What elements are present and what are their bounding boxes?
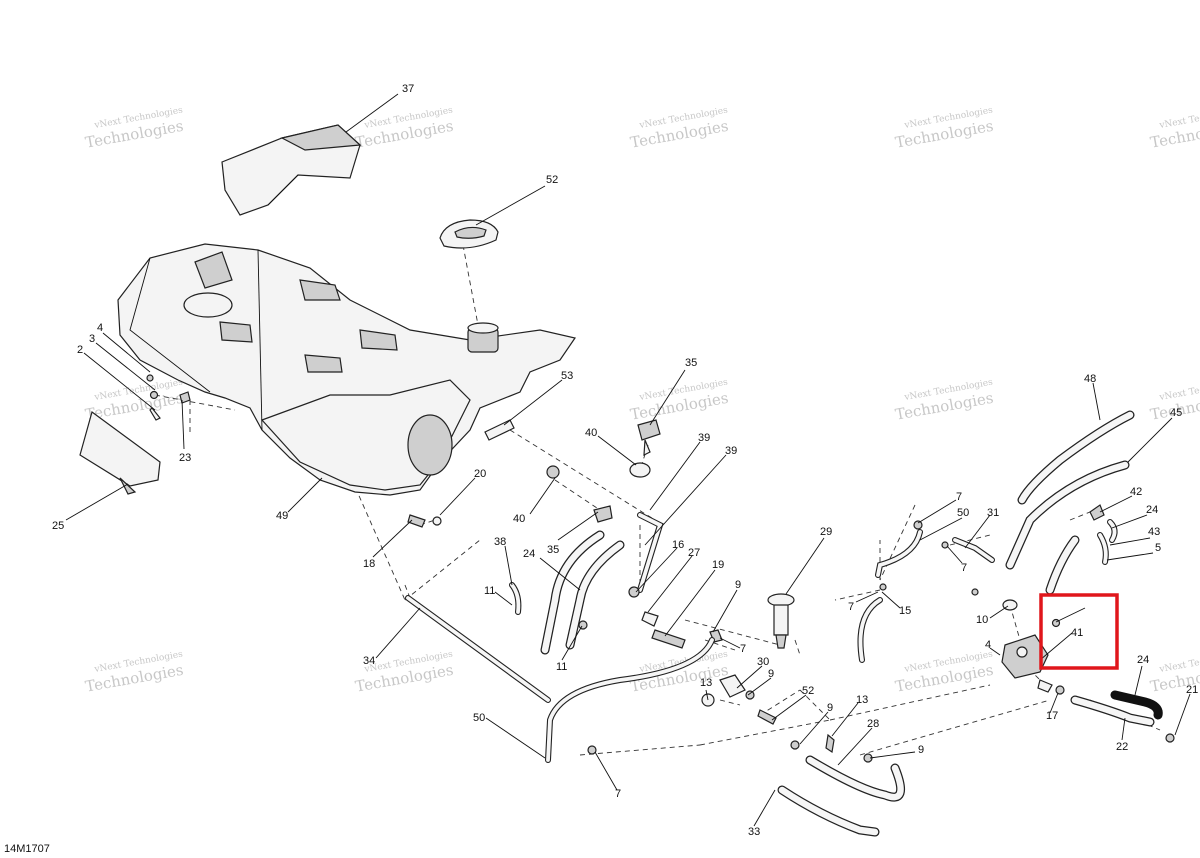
callout-39: 39 [725,445,737,457]
part-fasteners-left [146,374,191,421]
part-strip [484,419,515,441]
watermark: vNext Technologies Technologies [84,106,185,152]
part-curved-hoses [777,755,906,837]
callout-43: 43 [1148,526,1160,538]
callout-13: 13 [700,677,712,689]
callout-38: 38 [494,536,506,548]
callout-24: 24 [1146,504,1158,516]
callout-9: 9 [768,668,774,680]
callout-52: 52 [546,174,558,186]
callout-42: 42 [1130,486,1142,498]
callout-23: 23 [179,452,191,464]
callout-39: 39 [698,432,710,444]
watermark: vNext Technologies Technologies [1149,106,1200,152]
callout-4: 4 [985,639,991,651]
callout-22: 22 [1116,741,1128,753]
watermark: vNext Technologies Technologies [629,378,730,424]
callout-28: 28 [867,718,879,730]
part-valves [546,419,661,523]
watermark: vNext Technologies Technologies [354,106,455,152]
callout-25: 25 [52,520,64,532]
watermark: vNext Technologies Technologies [629,106,730,152]
callout-21: 21 [1186,684,1198,696]
callout-24: 24 [1137,654,1149,666]
watermark: vNext Technologies Technologies [84,650,185,696]
callout-4: 4 [97,322,103,334]
leader-lines [65,93,1191,827]
callout-50: 50 [473,712,485,724]
watermark: vNext Technologies Technologies [894,650,995,696]
callout-15: 15 [899,605,911,617]
callout-24: 24 [523,548,535,560]
callout-33: 33 [748,826,760,838]
callout-18: 18 [363,558,375,570]
callout-41: 41 [1071,627,1083,639]
part-fuel-pump-module [1001,618,1061,693]
part-grommet [1002,599,1018,611]
part-long-hoses [405,595,715,763]
callout-19: 19 [712,559,724,571]
callout-29: 29 [820,526,832,538]
callout-9: 9 [827,702,833,714]
callout-7: 7 [956,491,962,503]
part-screws [407,514,442,528]
part-hoses-right-small [857,520,995,663]
callout-7: 7 [615,788,621,800]
callout-3: 3 [89,333,95,345]
callout-16: 16 [672,539,684,551]
callout-9: 9 [918,744,924,756]
part-heat-shield [221,124,362,216]
part-bottom-right-hoses [1055,685,1175,743]
callout-52: 52 [802,685,814,697]
part-fuel-cap [439,219,499,249]
callout-11: 11 [556,661,567,673]
callout-53: 53 [561,370,573,382]
part-fittings-bottom [701,674,873,763]
callout-7: 7 [848,601,854,613]
callout-30: 30 [757,656,769,668]
callout-5: 5 [1155,542,1161,554]
highlight-box-part-41 [1039,593,1119,670]
callout-45: 45 [1170,407,1182,419]
callout-10: 10 [976,614,988,626]
part-fuel-tank [117,243,576,496]
callout-20: 20 [474,468,486,480]
callout-numbers: 37 52 4 3 2 23 25 49 18 20 53 35 40 40 3… [52,83,1198,838]
watermark: vNext Technologies Technologies [894,378,995,424]
callout-9: 9 [735,579,741,591]
callout-27: 27 [688,547,700,559]
callout-2: 2 [77,344,83,356]
callout-11: 11 [484,585,495,597]
callout-40: 40 [513,513,525,525]
callout-48: 48 [1084,373,1096,385]
diagram-code: 14M1707 [4,843,50,855]
callout-31: 31 [987,507,999,519]
callout-7: 7 [961,562,967,574]
assembly-dashed-lines [154,244,1161,756]
part-filler-neck [767,593,795,649]
callout-35: 35 [547,544,559,556]
watermark: vNext Technologies Technologies [894,106,995,152]
callout-7: 7 [740,643,746,655]
callout-50: 50 [957,507,969,519]
callout-13: 13 [856,694,868,706]
part-tubes-center [509,512,664,655]
part-right-fittings [1089,504,1118,565]
watermark: vNext Technologies Technologies [629,650,730,696]
callout-34: 34 [363,655,375,667]
callout-49: 49 [276,510,288,522]
part-side-panel [79,411,161,495]
callout-35: 35 [685,357,697,369]
part-pump-fitting [641,611,723,649]
part-large-hoses [1005,410,1135,595]
callout-17: 17 [1046,710,1058,722]
callout-37: 37 [402,83,414,95]
callout-40: 40 [585,427,597,439]
